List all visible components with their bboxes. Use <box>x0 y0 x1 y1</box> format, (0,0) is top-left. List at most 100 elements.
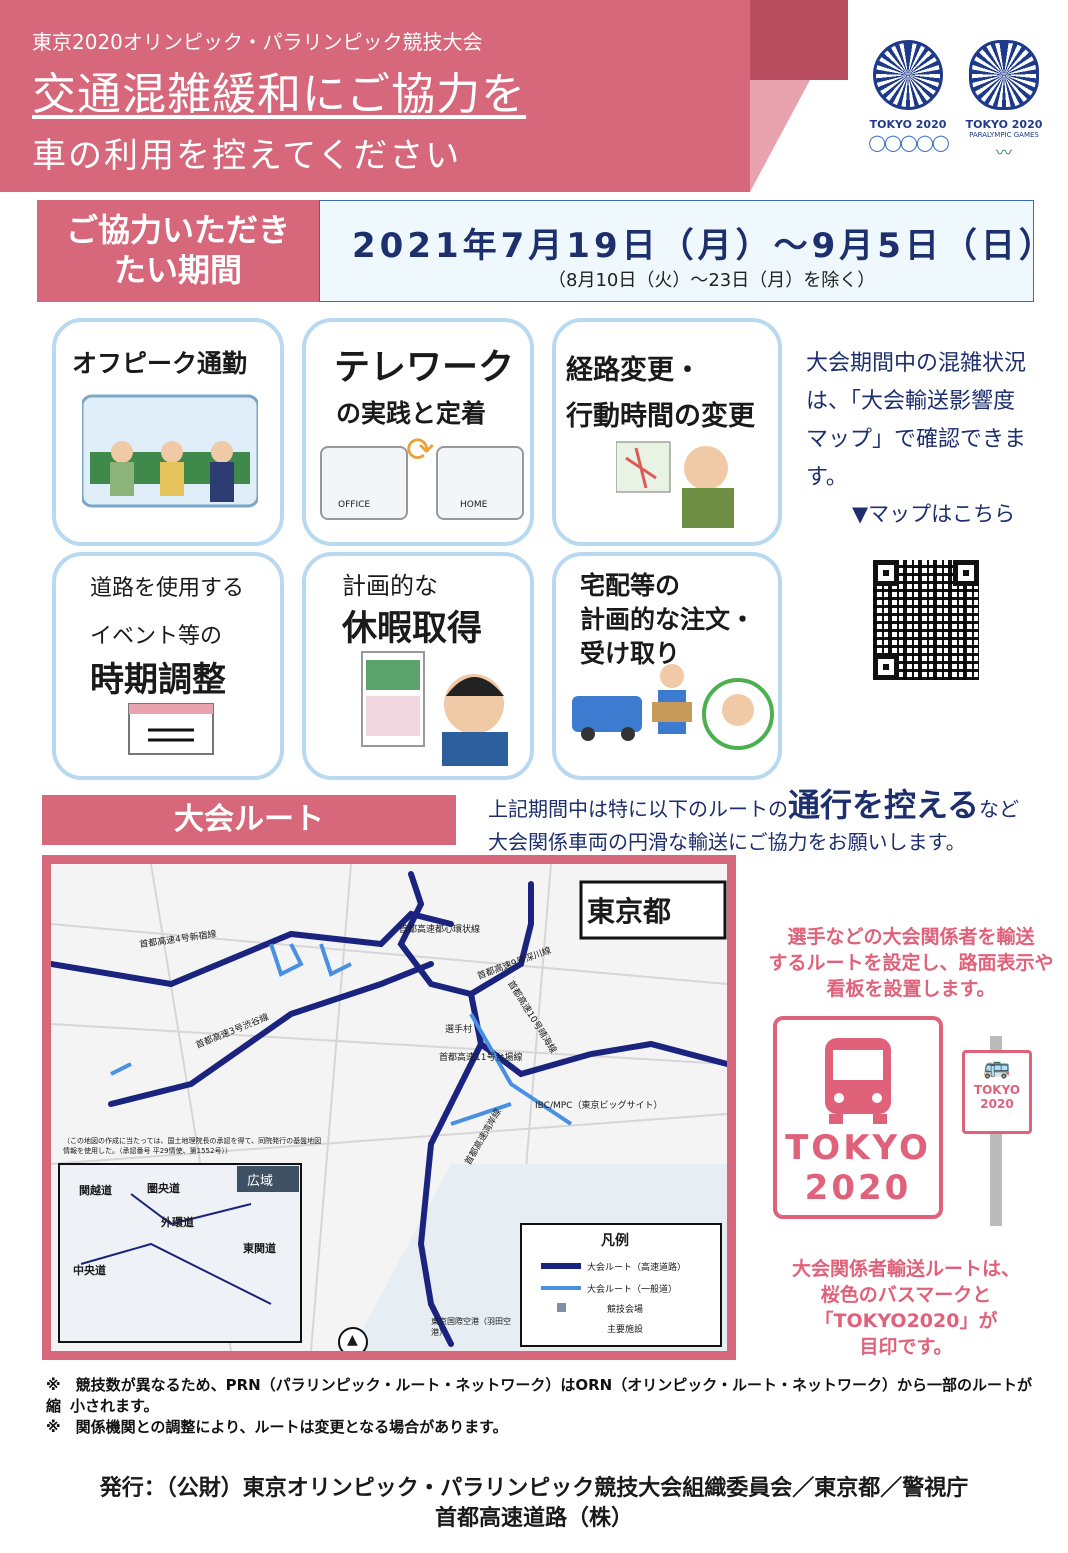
map-credit: （この地図の作成に当たっては、国土地理院長の承認を得て、同院発行の基盤地図情報を… <box>63 1137 322 1155</box>
publisher-line2: 首都高速道路（株） <box>434 1506 633 1531</box>
note-1: ※ 競技数が異なるため、PRN（パラリンピック・ルート・ネットワーク）はORN（… <box>46 1376 1032 1415</box>
road-sign-line2: 2020 <box>980 1097 1014 1111</box>
card-offpeak: オフピーク通勤 <box>52 318 284 546</box>
qr-code[interactable] <box>873 560 979 680</box>
bus-icon <box>825 1038 891 1124</box>
calendar-arrows-icon <box>128 703 214 755</box>
impact-map-text-1: 大会期間中の混雑状況 <box>806 351 1027 376</box>
card-vacation: 計画的な 休暇取得 <box>302 552 534 780</box>
olympic-emblem-label: TOKYO 2020 <box>869 118 947 131</box>
note-1-cont: 小されます。 <box>70 1397 159 1415</box>
header-lead: 車の利用を控えてください <box>32 136 462 176</box>
route-text-bold: 通行を控える <box>788 786 980 824</box>
agitos-icon: 〰 <box>995 143 1012 162</box>
place-haneda: 東京国際空港（羽田空港） <box>431 1317 511 1337</box>
bus-mark-text-4: 目印です。 <box>859 1336 953 1358</box>
qr-finder-icon <box>873 654 899 680</box>
period-label-line1: ご協力いただき <box>65 211 290 249</box>
road-sign-bus-icon: 🚌 <box>983 1055 1011 1080</box>
card-offpeak-title: オフピーク通勤 <box>72 349 248 378</box>
paralympic-emblem-sub: PARALYMPIC GAMES <box>969 131 1039 139</box>
olympic-emblem: TOKYO 2020 ◯◯◯◯◯ <box>866 40 950 170</box>
publisher-line1: 発行：（公財）東京オリンピック・パラリンピック競技大会組織委員会／東京都／警視庁 <box>99 1476 969 1501</box>
bus-mark-line2: 2020 <box>804 1168 912 1208</box>
impact-map-text-2: は、「大会輸送影響度 <box>806 389 1016 414</box>
qr-finder-icon <box>953 560 979 586</box>
office-icon <box>320 446 408 520</box>
olympic-emblem-icon <box>873 40 943 110</box>
card-delivery-line3: 受け取り <box>580 639 681 668</box>
bus-mark-line1: TOKYO <box>785 1128 931 1168</box>
card-route-change: 経路変更・ 行動時間の変更 <box>552 318 782 546</box>
route-text-2: 大会関係車両の円滑な輸送にご協力をお願いします。 <box>488 830 966 854</box>
period-dates: 2021年7月19日（月）～9月5日（日） <box>352 226 1057 266</box>
card-event-line1: 道路を使用する <box>90 576 245 601</box>
delivery-icon <box>572 664 774 750</box>
inset-gaikando: 外環道 <box>161 1216 194 1229</box>
home-label: HOME <box>460 500 488 510</box>
page-title: 交通混雑緩和にご協力を <box>32 69 527 120</box>
impact-map-text: 大会期間中の混雑状況 は、「大会輸送影響度 マップ」で確認できます。 <box>806 345 1051 497</box>
inset-kanetsu: 関越道 <box>79 1184 112 1197</box>
inset-title: 広域 <box>247 1174 274 1189</box>
publisher: 発行：（公財）東京オリンピック・パラリンピック競技大会組織委員会／東京都／警視庁… <box>0 1474 1068 1534</box>
note-2: ※ 関係機関との調整により、ルートは変更となる場合があります。 <box>46 1418 508 1436</box>
home-icon <box>436 446 524 520</box>
card-delivery: 宅配等の 計画的な注文・ 受け取り <box>552 552 782 780</box>
period-box <box>319 200 1034 302</box>
legend-item-general-road: 大会ルート（一般道） <box>587 1285 678 1295</box>
route-text-pre: 上記期間中は特に以下のルートの <box>488 797 788 821</box>
road-label-r11: 首都高速11号台場線 <box>439 1053 523 1063</box>
route-text-post: など <box>979 797 1020 821</box>
card-vacation-title: 休暇取得 <box>342 609 483 649</box>
legend-item-venue: 競技会場 <box>607 1305 644 1315</box>
period-exclusion: （8月10日（火）～23日（月）を除く） <box>548 270 876 291</box>
route-setup-text: 選手などの大会関係者を輸送 するルートを設定し、路面表示や 看板を設置します。 <box>766 924 1056 1002</box>
inset-chuo: 中央道 <box>73 1264 106 1277</box>
inset-higashikanto: 東関道 <box>243 1242 276 1255</box>
header-accent-tail <box>750 80 810 192</box>
card-telework-title1: テレワーク <box>334 347 515 388</box>
inset-kenodo: 圏央道 <box>147 1182 180 1195</box>
period-label: ご協力いただき たい期間 <box>37 200 319 302</box>
calendar-person-icon <box>361 651 508 766</box>
bus-mark-text-2: 桜色のバスマークと <box>820 1284 992 1306</box>
route-label: 大会ルート <box>42 795 456 845</box>
map-phone-user-icon <box>616 441 734 528</box>
route-setup-text-3: 看板を設置します。 <box>826 978 996 1000</box>
header-accent <box>750 0 848 80</box>
route-setup-text-1: 選手などの大会関係者を輸送 <box>787 926 1035 948</box>
route-text-1: 上記期間中は特に以下のルートの通行を控えるなど <box>488 780 1019 826</box>
period-label-line2: たい期間 <box>113 251 242 289</box>
card-telework: テレワーク の実践と定着 OFFICE ⟳ HOME <box>302 318 534 546</box>
card-event: 道路を使用する イベント等の 時期調整 <box>52 552 284 780</box>
card-route-change-title2: 行動時間の変更 <box>566 401 755 432</box>
legend-item-facility: 主要施設 <box>607 1325 644 1335</box>
olympic-rings-icon: ◯◯◯◯◯ <box>868 133 950 152</box>
road-sign: 🚌 TOKYO 2020 <box>962 1050 1032 1134</box>
header-subtitle: 東京2020オリンピック・パラリンピック競技大会 <box>32 30 483 54</box>
legend-title: 凡例 <box>601 1233 629 1249</box>
north-arrow-icon: ▲ <box>347 1332 358 1348</box>
card-vacation-line1: 計画的な <box>342 572 438 600</box>
road-sign-line1: TOKYO <box>973 1083 1021 1097</box>
route-map: 東京都 首都高速4号新宿線 首都高速3号渋谷線 首都高速都心環状線 首都高速9号… <box>42 855 736 1360</box>
route-map-canvas <box>51 864 727 1351</box>
bus-mark-text-3: 「TOKYO2020」が <box>814 1310 998 1332</box>
card-route-change-title1: 経路変更・ <box>566 355 701 386</box>
card-event-title: 時期調整 <box>90 660 226 700</box>
road-label-c1: 首都高速都心環状線 <box>399 925 481 935</box>
office-label: OFFICE <box>338 500 371 510</box>
train-commute-icon <box>82 394 258 508</box>
bus-mark: TOKYO 2020 <box>773 1016 943 1219</box>
place-ibc: IBC/MPC（東京ビッグサイト） <box>535 1101 663 1111</box>
impact-map-text-3: マップ」で確認できます。 <box>806 427 1027 490</box>
route-setup-text-2: するルートを設定し、路面表示や <box>768 952 1054 974</box>
paralympic-emblem: TOKYO 2020 PARALYMPIC GAMES 〰 <box>962 40 1046 170</box>
qr-finder-icon <box>873 560 899 586</box>
place-village: 選手村 <box>445 1025 473 1035</box>
card-delivery-line1: 宅配等の <box>580 571 681 600</box>
card-delivery-line2: 計画的な注文・ <box>580 605 756 634</box>
legend-item-highway: 大会ルート（高速道路） <box>587 1263 687 1273</box>
paralympic-emblem-icon <box>969 40 1039 110</box>
